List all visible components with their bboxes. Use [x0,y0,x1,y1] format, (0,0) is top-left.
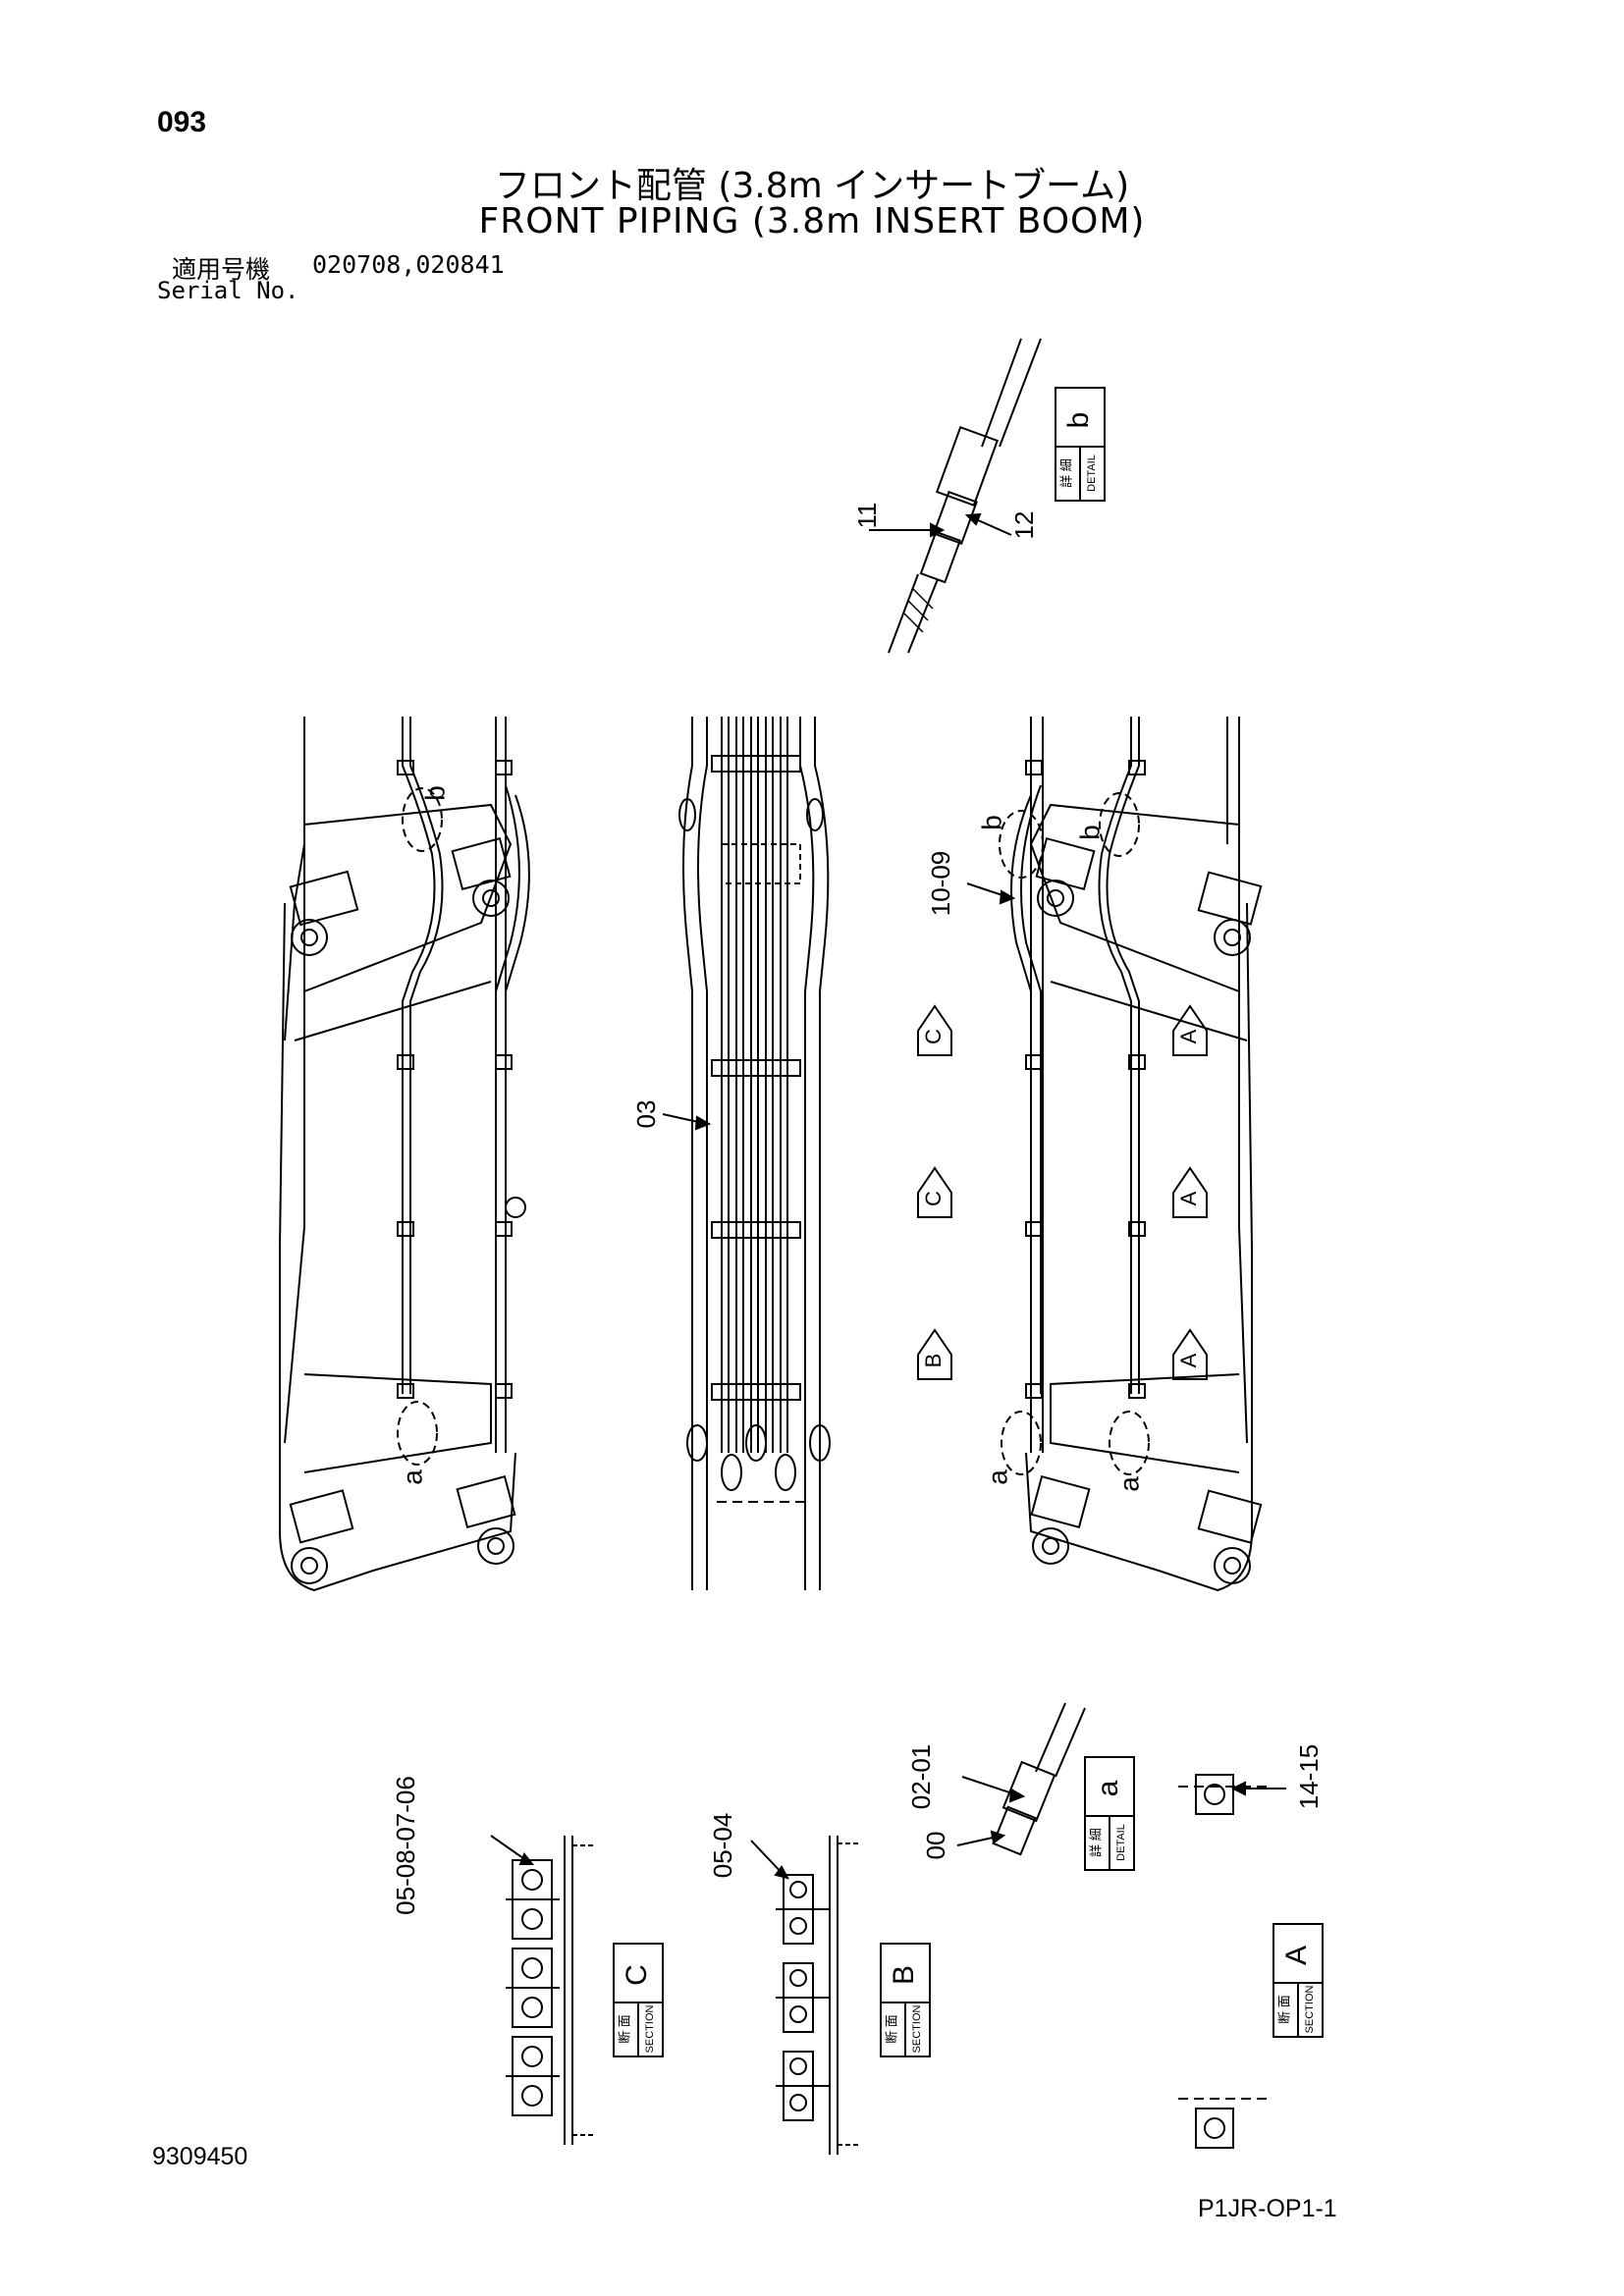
detail-a-jp: 詳 細 [1088,1828,1103,1857]
section-a-en: SECTION [1304,1986,1316,2034]
section-a-jp: 断 面 [1276,1995,1291,2024]
left-boom-view [279,717,530,1592]
callout-05-08-07-06: 05-08-07-06 [391,1776,420,1915]
callout-10-09: 10-09 [926,851,955,917]
section-c-letter: C [621,1964,653,1986]
callout-00: 00 [921,1832,950,1860]
detail-a-en: DETAIL [1115,1824,1127,1861]
callout-b-right-2: b [1074,825,1105,840]
serial-label-japanese: 適用号機 [172,255,271,284]
section-a-label-box [1272,1923,1324,2038]
callout-a-right-2: a [1113,1476,1144,1492]
serial-numbers: 020708,020841 [312,250,505,279]
section-c-en: SECTION [644,2005,656,2054]
callout-02-01: 02-01 [906,1744,936,1810]
section-b-drawing [750,1836,859,2155]
callout-14-15: 14-15 [1294,1744,1324,1810]
section-c-drawing [490,1835,594,2145]
detail-b-drawing [869,338,1042,654]
page-number: 093 [157,106,207,138]
center-boom-view [678,717,831,1590]
callout-11: 11 [852,503,882,529]
detail-b-en: DETAIL [1086,454,1098,492]
section-b-letter: B [888,1965,920,1985]
view-arrow-c-1: C [921,1029,946,1044]
document-number: 9309450 [152,2143,248,2170]
detail-b-jp: 詳 細 [1058,458,1073,488]
callout-12: 12 [1009,511,1039,540]
view-arrow-c-2: C [921,1191,946,1206]
right-boom-view [966,717,1263,1592]
callout-b-right-1: b [976,815,1006,830]
page-title-japanese: フロント配管 (3.8m インサートブーム) [494,166,1130,206]
section-b-en: SECTION [911,2005,923,2054]
detail-b-letter: b [1062,412,1095,429]
serial-label-english: Serial No. [157,277,299,304]
callout-a-right-1: a [982,1469,1012,1485]
callout-b-left: b [419,785,450,801]
view-arrows [917,1004,1208,1380]
callout-a-left: a [397,1469,427,1485]
page-title-english: FRONT PIPING (3.8m INSERT BOOM) [478,201,1146,241]
section-b-label-box [880,1943,931,2057]
section-a-drawing [1178,1774,1286,2149]
detail-a-drawing [956,1702,1086,1856]
callout-05-04: 05-04 [708,1813,737,1879]
view-arrow-a-2: A [1176,1191,1201,1205]
detail-a-label-box [1084,1756,1135,1871]
view-arrow-a-3: A [1176,1353,1201,1367]
section-c-jp: 断 面 [617,2014,631,2044]
section-b-jp: 断 面 [884,2014,898,2044]
section-c-label-box [613,1943,664,2057]
detail-b-label-box [1055,387,1106,502]
callout-03: 03 [631,1100,661,1129]
sheet-code: P1JR-OP1-1 [1198,2195,1337,2222]
detail-a-letter: a [1092,1780,1124,1796]
section-a-letter: A [1280,1946,1313,1965]
view-arrow-a-1: A [1176,1029,1201,1043]
view-arrow-b: B [921,1354,946,1368]
